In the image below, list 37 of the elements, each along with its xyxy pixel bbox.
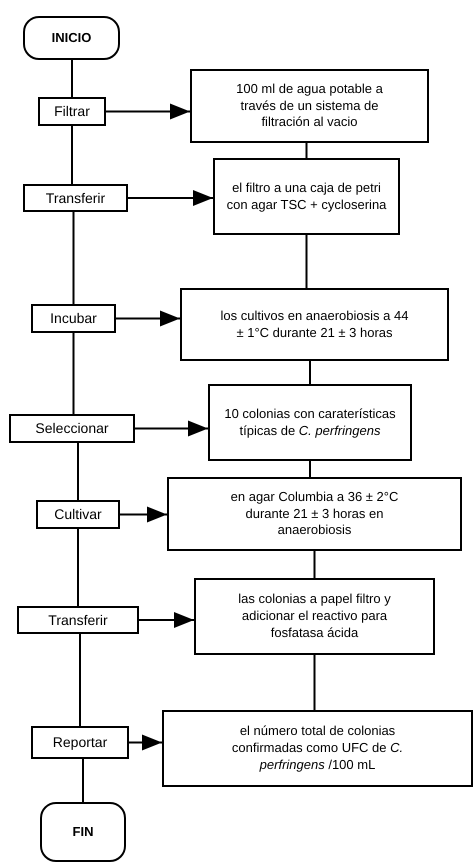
process-box: 100 ml de agua potable a través de un sistema de filtración al vacio: [190, 69, 429, 143]
process-box: el filtro a una caja de petri con agar TSC + cycloserina: [213, 158, 400, 235]
arrow: [139, 612, 194, 628]
arrow: [129, 734, 162, 750]
terminal-box: INICIO: [23, 16, 120, 60]
step-box: Cultivar: [36, 500, 120, 529]
connector-line: [314, 551, 316, 578]
process-box: 10 colonias con caraterísticas típicas de C. perfringens: [208, 384, 412, 461]
connector-line: [314, 655, 316, 710]
arrow: [135, 420, 208, 436]
connector-line: [72, 333, 74, 414]
connector-line: [309, 361, 311, 384]
connector-line: [306, 143, 308, 158]
process-box: las colonias a papel filtro y adicionar el reactivo para fosfatasa ácida: [194, 578, 435, 655]
process-box: los cultivos en anaerobiosis a 44 ± 1°C durante 21 ± 3 horas: [180, 288, 449, 361]
connector-line: [71, 126, 73, 184]
arrow: [128, 190, 213, 206]
connector-line: [309, 461, 311, 477]
connector-line: [72, 212, 74, 304]
connector-line: [82, 759, 84, 802]
connector-line: [77, 529, 79, 606]
connector-line: [71, 60, 73, 97]
step-box: Transferir: [17, 606, 139, 634]
process-box: en agar Columbia a 36 ± 2°C durante 21 ± 3 horas en anaerobiosis: [167, 477, 462, 551]
arrow: [120, 506, 167, 522]
arrow: [106, 104, 190, 120]
step-box: Transferir: [23, 184, 128, 212]
step-box: Seleccionar: [9, 414, 135, 443]
connector-line: [77, 443, 79, 500]
step-box: Filtrar: [38, 97, 106, 126]
step-box: Incubar: [31, 304, 116, 333]
terminal-box: FIN: [40, 802, 126, 862]
process-box: el número total de colonias confirmadas como UFC de C. perfringens /100 mL: [162, 710, 473, 787]
connector-line: [79, 634, 81, 726]
arrow: [116, 310, 180, 326]
connector-line: [306, 235, 308, 288]
step-box: Reportar: [31, 726, 129, 759]
